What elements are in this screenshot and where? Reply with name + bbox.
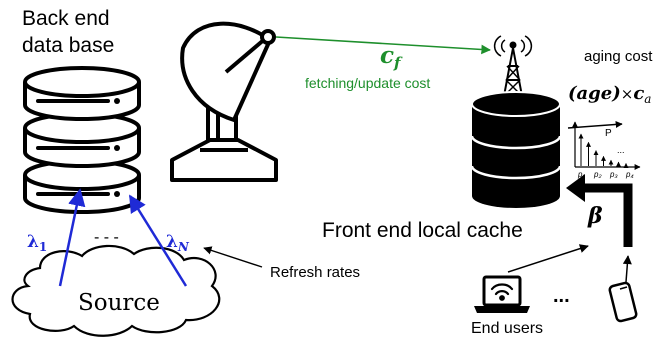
smartphone-icon bbox=[608, 281, 638, 323]
popularity-bars bbox=[578, 133, 629, 168]
end-users-label: End users bbox=[471, 320, 543, 337]
lambda-n-label: λN bbox=[166, 232, 190, 254]
radio-tower-icon bbox=[493, 35, 533, 97]
popularity-chart: P ... p₁ p₂ p₃ p₄ bbox=[567, 120, 641, 179]
frontend-cache-label: Front end local cache bbox=[322, 219, 523, 242]
popularity-x-label-4: p₄ bbox=[625, 170, 634, 179]
refresh-arrow-lambda-n bbox=[128, 194, 188, 287]
popularity-x-label-3: p₃ bbox=[609, 170, 618, 179]
laptop-request-arrow bbox=[507, 244, 589, 273]
backend-title-line1: Back end bbox=[22, 7, 110, 30]
aging-cost-formula: (age)×ca bbox=[568, 83, 651, 106]
refresh-rates-pointer bbox=[203, 246, 263, 268]
database-stack-icon bbox=[23, 66, 141, 214]
fetch-cost-label: fetching/update cost bbox=[305, 75, 430, 91]
satellite-dish-icon bbox=[170, 21, 278, 182]
source-label: Source bbox=[78, 290, 160, 316]
aging-cost-label: aging cost bbox=[584, 48, 653, 65]
lambda-1-label: λ1 bbox=[27, 232, 47, 254]
refresh-rates-label: Refresh rates bbox=[270, 264, 360, 281]
cache-cylinder-icon bbox=[470, 91, 562, 208]
popularity-direction-arrow bbox=[567, 120, 623, 129]
popularity-x-label-2: p₂ bbox=[593, 170, 602, 179]
laptop-icon bbox=[474, 275, 530, 313]
backend-title-line2: data base bbox=[22, 34, 114, 57]
popularity-x-labels: p₁ p₂ p₃ p₄ bbox=[577, 170, 634, 179]
rates-dots: - - - bbox=[94, 229, 119, 246]
popularity-ellipsis: ... bbox=[617, 145, 625, 155]
phone-request-arrow bbox=[622, 255, 632, 283]
beta-label: β bbox=[587, 203, 603, 229]
wifi-icon bbox=[490, 283, 514, 301]
users-dots: ... bbox=[553, 285, 570, 307]
beta-arrow bbox=[585, 183, 633, 247]
fetch-arrow bbox=[275, 36, 491, 55]
popularity-chart-label: P bbox=[605, 128, 612, 139]
fetch-cost-symbol: cf bbox=[380, 42, 403, 72]
popularity-x-label-1: p₁ bbox=[577, 170, 585, 179]
refresh-arrow-lambda-1 bbox=[58, 188, 86, 287]
